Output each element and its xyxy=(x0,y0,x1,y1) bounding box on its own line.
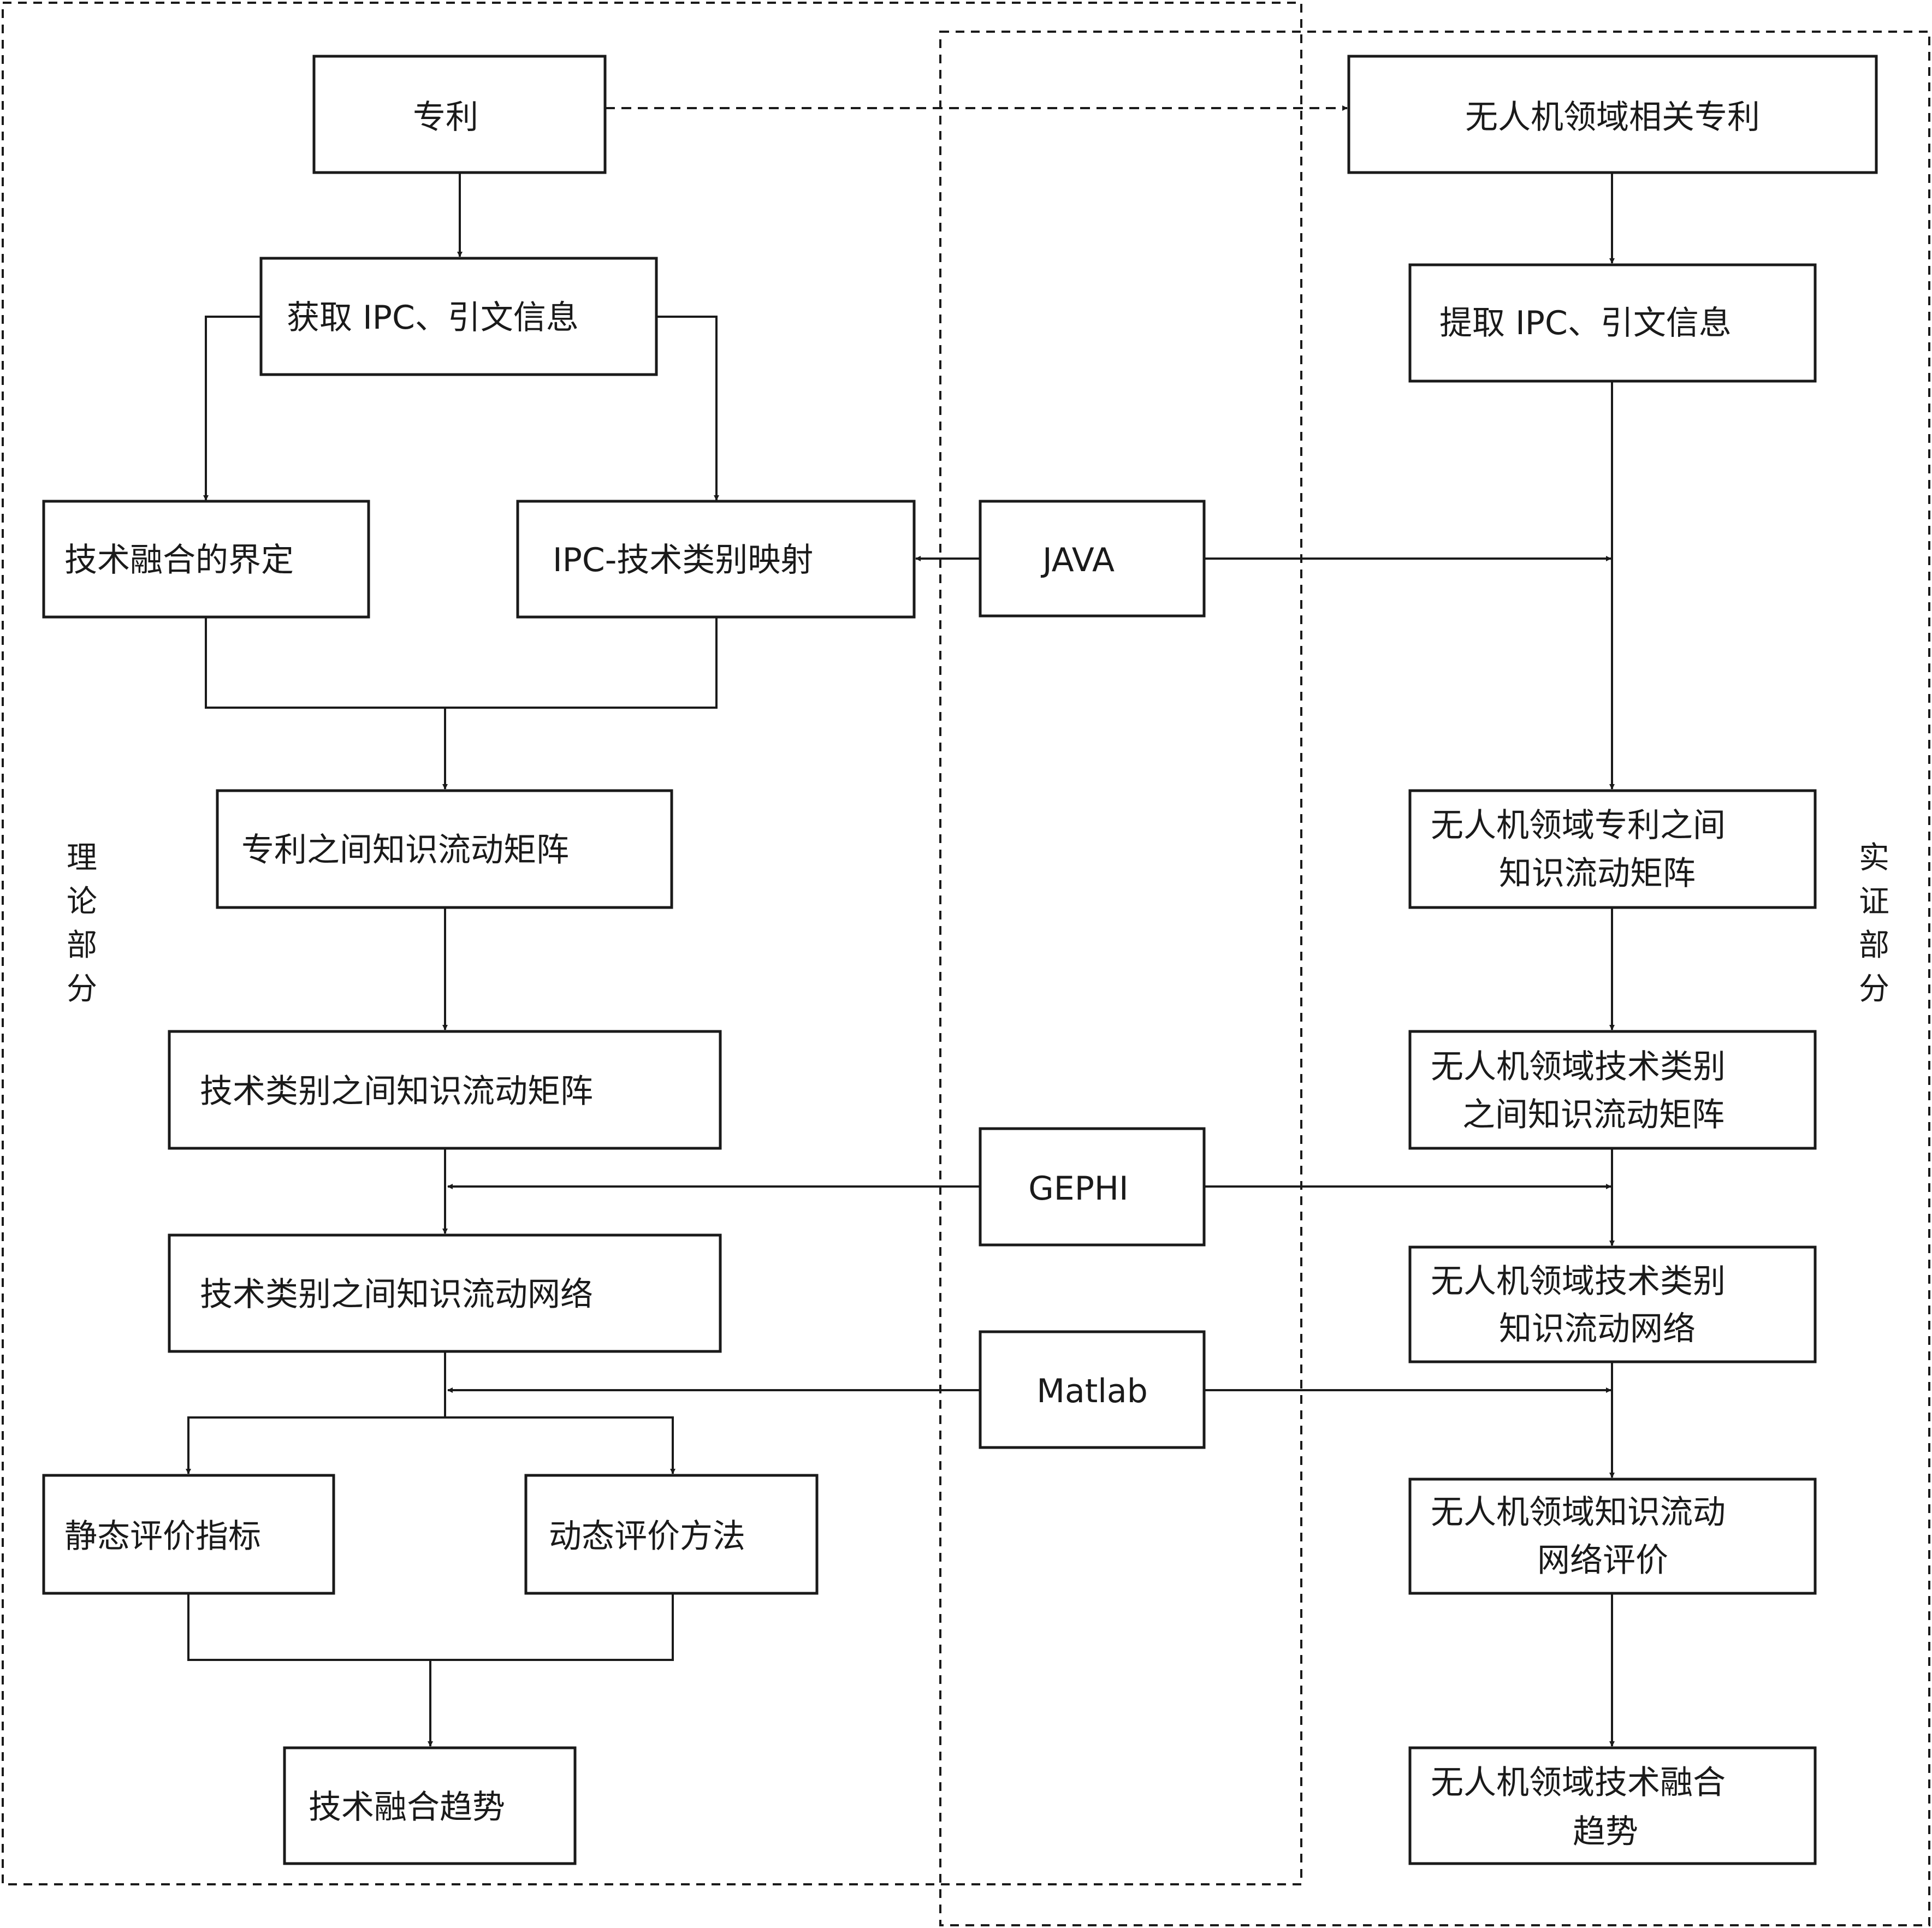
node-fusion-definition-label: 技术融合的界定 xyxy=(64,541,294,579)
node-acquire-info: 获取 IPC、引文信息 xyxy=(259,257,658,376)
empirical-label-char-1: 实 xyxy=(1859,840,1889,876)
node-dynamic-eval-label: 动态评价方法 xyxy=(549,1517,745,1556)
tool-gephi-label: GEPHI xyxy=(1028,1170,1128,1208)
node-uav-fusion-trend-line-2: 趋势 xyxy=(1573,1813,1638,1851)
tool-java: JAVA xyxy=(979,500,1206,618)
node-ipc-mapping-label: IPC-技术类别映射 xyxy=(553,541,813,579)
empirical-section-frame xyxy=(939,31,1930,1926)
theory-section-frame xyxy=(2,2,1302,1885)
theory-label-char-1: 理 xyxy=(67,840,97,876)
tool-matlab: Matlab xyxy=(979,1330,1206,1449)
theory-section-label: 理 论 部 分 xyxy=(67,840,97,1007)
node-fusion-trend-label: 技术融合趋势 xyxy=(309,1788,505,1826)
tool-gephi: GEPHI xyxy=(979,1127,1206,1247)
node-dynamic-eval: 动态评价方法 xyxy=(524,1474,819,1595)
empirical-label-char-2: 证 xyxy=(1859,884,1889,919)
node-tech-flow-network-label: 技术类别之间知识流动网络 xyxy=(200,1276,593,1314)
edge-network-to-dynamic xyxy=(445,1416,675,1474)
node-patent-flow-matrix-label: 专利之间知识流动矩阵 xyxy=(241,831,569,869)
node-uav-tech-matrix-line-1: 无人机领域技术类别 xyxy=(1431,1048,1726,1086)
node-tech-flow-matrix-label: 技术类别之间知识流动矩阵 xyxy=(200,1072,593,1111)
node-uav-tech-network: 无人机领域技术类别 知识流动网络 xyxy=(1408,1245,1817,1363)
empirical-label-char-4: 分 xyxy=(1859,971,1889,1007)
empirical-section-label: 实 证 部 分 xyxy=(1859,840,1889,1007)
node-uav-network-eval-line-2: 网络评价 xyxy=(1537,1541,1668,1580)
tool-matlab-label: Matlab xyxy=(1036,1372,1148,1410)
node-extract-info-label: 提取 IPC、引文信息 xyxy=(1439,304,1732,342)
node-patent-label: 专利 xyxy=(413,98,478,137)
theory-label-char-2: 论 xyxy=(67,884,97,919)
node-uav-patents-label: 无人机领域相关专利 xyxy=(1465,98,1760,137)
theory-label-char-4: 分 xyxy=(67,971,97,1007)
node-tech-flow-network: 技术类别之间知识流动网络 xyxy=(168,1233,722,1353)
edge-definition-merge xyxy=(205,617,718,709)
edge-network-split xyxy=(186,1351,446,1474)
node-tech-flow-matrix: 技术类别之间知识流动矩阵 xyxy=(168,1030,722,1150)
node-uav-patent-matrix-line-2: 知识流动矩阵 xyxy=(1499,855,1696,893)
node-uav-tech-network-line-2: 知识流动网络 xyxy=(1499,1310,1696,1348)
node-uav-tech-matrix-line-2: 之间知识流动矩阵 xyxy=(1462,1096,1724,1134)
tool-java-label: JAVA xyxy=(1040,541,1115,579)
node-static-eval: 静态评价指标 xyxy=(42,1474,335,1595)
edge-acquire-to-mapping xyxy=(656,316,719,501)
node-uav-tech-network-line-1: 无人机领域技术类别 xyxy=(1431,1262,1726,1301)
node-uav-fusion-trend: 无人机领域技术融合 趋势 xyxy=(1408,1746,1817,1865)
node-uav-network-eval-line-1: 无人机领域知识流动 xyxy=(1431,1493,1726,1532)
node-uav-tech-matrix: 无人机领域技术类别 之间知识流动矩阵 xyxy=(1408,1030,1817,1150)
node-static-eval-label: 静态评价指标 xyxy=(64,1517,261,1556)
node-uav-network-eval: 无人机领域知识流动 网络评价 xyxy=(1408,1478,1817,1595)
node-uav-fusion-trend-line-1: 无人机领域技术融合 xyxy=(1431,1764,1726,1802)
node-acquire-info-label: 获取 IPC、引文信息 xyxy=(287,299,579,337)
node-uav-patent-matrix-line-1: 无人机领域专利之间 xyxy=(1431,806,1726,845)
node-patent: 专利 xyxy=(312,55,607,174)
node-ipc-mapping: IPC-技术类别映射 xyxy=(516,500,916,619)
node-fusion-trend: 技术融合趋势 xyxy=(283,1746,577,1865)
node-fusion-definition: 技术融合的界定 xyxy=(42,500,370,619)
theory-label-char-3: 部 xyxy=(67,928,97,963)
edge-acquire-to-definition xyxy=(203,316,261,501)
node-uav-patents: 无人机领域相关专利 xyxy=(1347,55,1878,174)
node-extract-info: 提取 IPC、引文信息 xyxy=(1408,263,1817,383)
node-patent-flow-matrix: 专利之间知识流动矩阵 xyxy=(216,789,673,909)
edge-eval-merge xyxy=(187,1593,674,1661)
node-uav-patent-matrix: 无人机领域专利之间 知识流动矩阵 xyxy=(1408,789,1817,909)
empirical-label-char-3: 部 xyxy=(1859,928,1889,963)
